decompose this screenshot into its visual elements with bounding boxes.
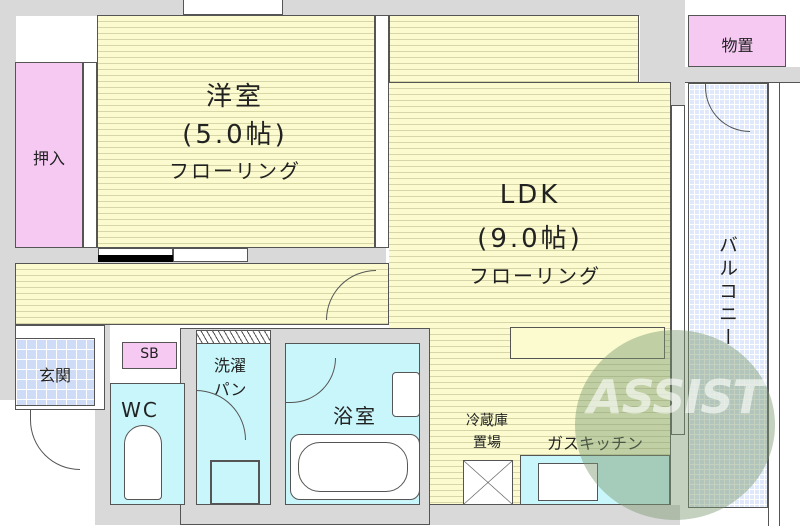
outer-wall <box>0 0 685 16</box>
outer-wall <box>0 0 16 400</box>
storage-label: 物置 <box>721 36 754 55</box>
kitchen-sink-icon <box>538 463 598 501</box>
western-room <box>97 15 375 248</box>
closet <box>15 62 83 248</box>
closet-label: 押入 <box>32 149 65 168</box>
fridge-label-1: 冷蔵庫 <box>466 413 508 429</box>
western-room-door[interactable] <box>173 248 248 262</box>
sliding-door[interactable] <box>375 15 389 248</box>
balcony <box>688 83 768 508</box>
storage-wall <box>685 67 800 83</box>
balcony-window[interactable] <box>671 105 685 435</box>
shoe-box <box>122 342 177 369</box>
western-room-floor: フローリング <box>169 159 301 183</box>
balcony-rail <box>768 83 780 526</box>
storage <box>688 15 786 67</box>
ldk-floor: フローリング <box>469 264 601 288</box>
laundry-label-2: パン <box>213 380 247 399</box>
bathroom-label: 浴室 <box>333 404 377 428</box>
entrance <box>15 338 95 406</box>
kitchen-label: ガスキッチン <box>546 434 643 453</box>
fridge-space-icon <box>463 460 513 505</box>
hallway <box>15 263 389 325</box>
ldk <box>389 82 671 505</box>
sink-icon <box>392 372 420 417</box>
window <box>183 0 283 15</box>
watermark-logo <box>575 330 775 520</box>
laundry-shelf <box>196 330 271 344</box>
closet-door[interactable] <box>83 62 97 248</box>
shoe-box-label: SB <box>140 346 159 362</box>
door-panel <box>98 255 173 262</box>
ldk-size: (9.0帖) <box>477 224 583 254</box>
fridge-label-2: 置場 <box>473 435 501 451</box>
western-room-name: 洋室 <box>205 82 264 112</box>
entrance-door-arc[interactable] <box>30 410 80 470</box>
western-room-size: (5.0帖) <box>182 120 288 150</box>
bathtub-inner <box>298 442 408 492</box>
entrance-label: 玄関 <box>38 366 71 385</box>
toilet-icon <box>124 425 162 500</box>
counter <box>510 327 665 359</box>
wc-label: WC <box>121 398 159 422</box>
laundry-label-1: 洗濯 <box>213 356 246 375</box>
ldk-name: LDK <box>499 180 561 210</box>
washer-pan-icon <box>210 460 260 505</box>
balcony-label: バルコニー <box>716 235 738 350</box>
watermark-text: ASSIST <box>587 370 764 424</box>
